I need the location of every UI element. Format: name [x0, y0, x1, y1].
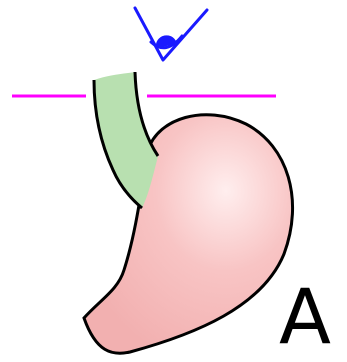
esophagus-outline-left [92, 79, 143, 210]
panel-label: A [279, 272, 331, 361]
esophagus [94, 72, 158, 208]
stomach [82, 113, 295, 355]
eye-icon [133, 6, 209, 62]
esophagus-outline-right [133, 71, 160, 157]
